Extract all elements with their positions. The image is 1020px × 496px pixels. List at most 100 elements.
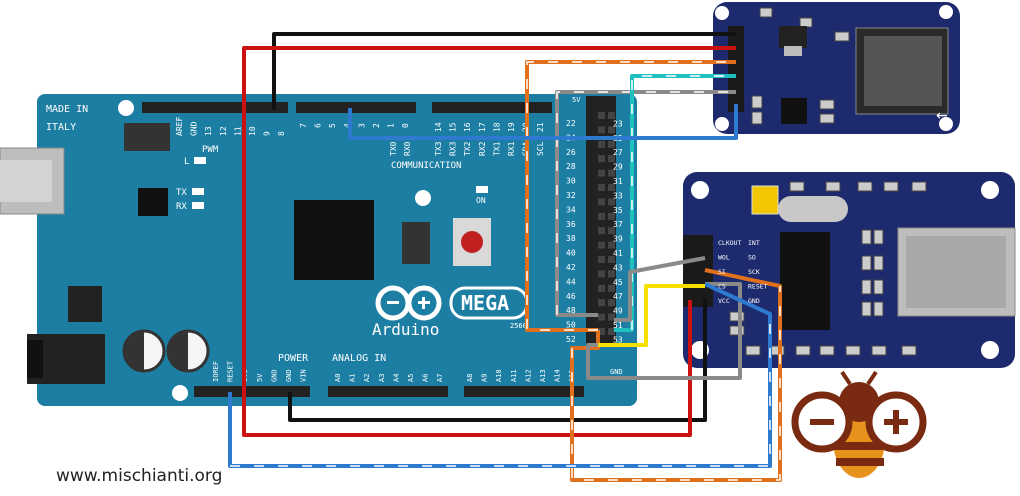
header-pin (598, 227, 605, 235)
wire-orange-dash-2 (571, 286, 781, 481)
header-pin (608, 155, 615, 163)
pin-label-right-odd: 49 (613, 307, 623, 316)
pin-label-comm-number: 18 (492, 122, 501, 132)
pin-label-right-odd: 51 (613, 321, 623, 330)
enc-pin-label-right: SO (748, 254, 756, 262)
wire-blue-cs-sd (348, 104, 738, 140)
pin-label-right-odd: 35 (613, 206, 623, 215)
sd-arrow-mark: ← (936, 108, 948, 124)
pin-label-right-even: 52 (566, 335, 576, 344)
sd-ic (781, 98, 807, 124)
sd-regulator (779, 26, 807, 48)
atmega2560-chip (294, 200, 374, 280)
pin-label-right-even: 44 (566, 277, 576, 286)
pin-label-power: RESET (227, 360, 235, 382)
voltage-regulator (68, 286, 102, 322)
mega-model-label: MEGA (461, 291, 509, 315)
communication-label: COMMUNICATION (391, 161, 461, 171)
led-l (194, 157, 206, 164)
pin-label-power: 5V (256, 373, 264, 382)
header-pin (608, 227, 615, 235)
header-pin (598, 112, 605, 119)
led-rx-label: RX (176, 202, 187, 212)
led-tx (192, 188, 204, 195)
reset-button (461, 231, 483, 253)
enc-pin-label-right: SCK (748, 268, 760, 276)
sd-card-slot-inner (864, 36, 942, 106)
pin-label-right-odd: 37 (613, 220, 623, 229)
wire-gray-enc-top (614, 256, 706, 322)
pin-label-right-even: 46 (566, 292, 576, 301)
pin-label-right-even: 48 (566, 306, 576, 315)
header-right-double (586, 96, 616, 346)
pin-label-top-left: 9 (263, 131, 272, 136)
wire-blue-reset-enc (228, 282, 772, 468)
bee-minus-sign (810, 419, 834, 425)
pin-label-top-mid: 0 (401, 123, 410, 128)
header-pin (598, 256, 605, 263)
arduino-mega-board: MADE IN ITALY PWM L TX RX ON COMMUNICATI… (0, 94, 637, 406)
pin-label-analog: A14 (554, 369, 562, 382)
header-top-comm (432, 102, 552, 113)
led-tx-label: TX (176, 188, 187, 198)
header-pin (608, 212, 615, 220)
pin-label-right-odd: 23 (613, 119, 623, 128)
pin-label-analog: A12 (524, 369, 532, 382)
pin-label-top-mid: 2 (372, 123, 381, 128)
header-pin (608, 112, 615, 119)
sd-mount-hole (939, 117, 953, 131)
wire-black-gnd-sd (272, 32, 736, 110)
arduino-infinity-logo (375, 285, 442, 321)
header-top-left (142, 102, 288, 113)
enc-pin-label-left: WOL (718, 254, 730, 262)
made-in-label: MADE IN (46, 104, 88, 115)
pin-label-comm: TX3 (434, 141, 443, 156)
header-pin (598, 270, 605, 278)
pin-label-right-even: 28 (566, 162, 576, 171)
enc-mount-hole (981, 341, 999, 359)
enc-capacitor (751, 185, 779, 215)
pin-label-analog: A7 (436, 374, 444, 382)
enc-mount-hole (981, 181, 999, 199)
pin-label-top-left: GND (190, 121, 199, 136)
pin-label-right-even: 30 (566, 177, 576, 186)
pin-label-right-odd: 45 (613, 278, 623, 287)
header-pin (608, 184, 615, 191)
sd-smd-part (819, 99, 835, 110)
pin-label-top-left: 13 (204, 126, 213, 136)
usb-connector-inner (0, 160, 52, 202)
pin-label-comm: RX1 (507, 141, 516, 156)
pin-label-power: VIN (300, 369, 308, 382)
header-top-mid (296, 102, 416, 113)
wire-black-gnd-enc (288, 298, 707, 422)
led-l-label: L (184, 157, 189, 167)
wire-yellow-cs-enc (598, 284, 705, 347)
right-gnd-label: GND (610, 368, 623, 376)
header-pin (608, 256, 615, 263)
led-rx (192, 202, 204, 209)
sd-smd-part (759, 7, 773, 18)
right-5v-label: 5V (572, 96, 581, 104)
pin-label-top-mid: 7 (299, 123, 308, 128)
pin-label-right-even: 40 (566, 249, 576, 258)
header-pin (608, 198, 615, 206)
enc-mount-hole (691, 181, 709, 199)
arduino-mount-hole (415, 190, 431, 206)
pin-label-analog: A9 (481, 374, 489, 382)
enc-smd-parts (729, 181, 927, 356)
header-pin (608, 284, 615, 292)
pin-label-comm-number: 17 (478, 122, 487, 132)
sd-mount-hole (939, 5, 953, 19)
pin-label-analog: A0 (334, 374, 342, 382)
pin-label-right-even: 26 (566, 148, 576, 157)
header-pin (598, 284, 605, 292)
pin-label-right-even: 22 (566, 119, 576, 128)
pin-label-analog: A8 (466, 374, 474, 382)
enc-crystal (778, 196, 848, 222)
enc-board (683, 172, 1015, 368)
header-pin (598, 169, 605, 177)
pin-label-comm-number: 19 (507, 122, 516, 132)
header-pin (598, 126, 605, 134)
pin-label-right-even: 32 (566, 191, 576, 200)
